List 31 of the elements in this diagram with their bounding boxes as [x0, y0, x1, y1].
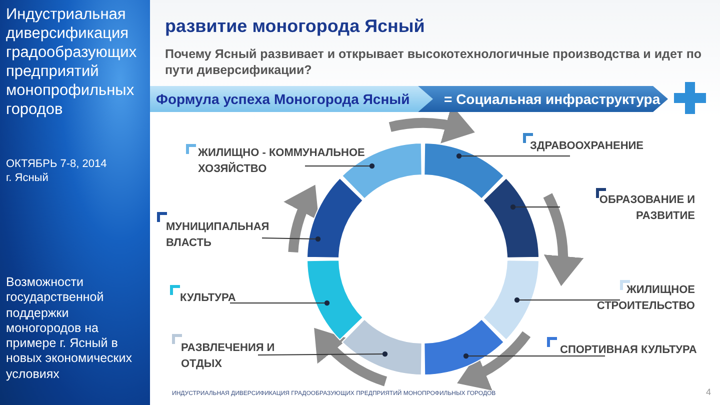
- category-label: МУНИЦИПАЛЬНАЯ ВЛАСТЬ: [166, 220, 271, 252]
- ring-segment: [342, 318, 422, 376]
- event-place: г. Ясный: [6, 172, 50, 186]
- leader-line: [510, 204, 560, 210]
- category-label: СПОРТИВНАЯ КУЛЬТУРА: [560, 343, 700, 359]
- leader-line: [456, 153, 570, 159]
- ring-segment: [424, 318, 504, 376]
- leader-line: [230, 300, 330, 306]
- banner-chevron: = Социальная инфраструктура: [418, 86, 668, 112]
- leader-line: [514, 297, 620, 303]
- leader-line: [304, 163, 375, 169]
- category-label: ЖИЛИЩНОЕ СТРОИТЕЛЬСТВО: [590, 283, 695, 315]
- slide-title: развитие моногорода Ясный: [165, 16, 425, 37]
- leader-line: [262, 236, 321, 242]
- category-label: КУЛЬТУРА: [180, 291, 260, 307]
- ring-segment: [482, 178, 540, 258]
- leader-line: [463, 353, 606, 359]
- category-label: РАЗВЛЕЧЕНИЯ И ОТДЫХ: [181, 341, 281, 373]
- category-label: ЖИЛИЩНО - КОММУНАЛЬНОЕ ХОЗЯЙСТВО: [198, 146, 368, 178]
- sidebar-subtitle: Возможности государственной поддержки моногородов на примере г. Ясный в новых экономических условиях: [6, 275, 133, 382]
- ring-segment: [424, 142, 504, 200]
- ring-segment: [482, 260, 540, 340]
- leader-line: [258, 351, 388, 357]
- page-number: 4: [706, 387, 712, 397]
- category-label: ОБРАЗОВАНИЕ И РАЗВИТИЕ: [560, 193, 695, 225]
- sidebar-title: Индустриальная диверсификация градообразующих предприятий монопрофильных городов: [6, 6, 138, 120]
- category-label: ЗДРАВООХРАНЕНИЕ: [530, 139, 660, 155]
- question-text: Почему Ясный развивает и открывает высокотехнологичные производства и идет по пути диверсификации?: [165, 46, 703, 78]
- ring-segment: [306, 260, 364, 340]
- ring-segment: [306, 178, 364, 258]
- event-date: ОКТЯБРЬ 7-8, 2014: [6, 158, 108, 172]
